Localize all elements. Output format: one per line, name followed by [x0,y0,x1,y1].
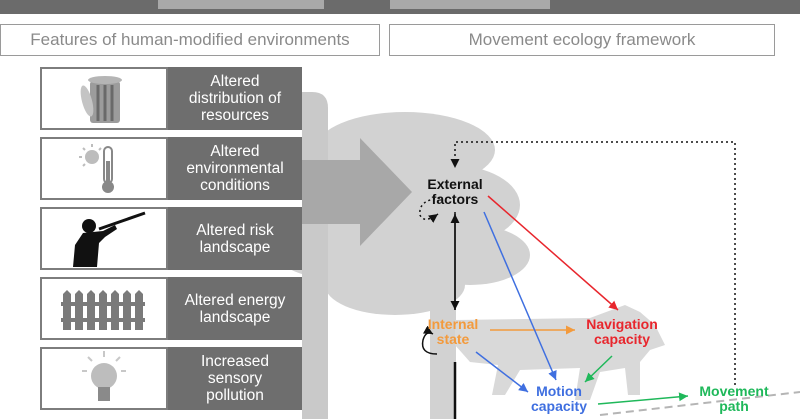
feature-row-resources: Altered distribution of resources [40,67,302,130]
light-bulb-icon [82,350,126,401]
feature-row-environment: Altered environmental conditions [40,137,302,200]
arrow-motion-movement [597,392,689,405]
feature-icon-cell [40,277,168,340]
external-self-loop [419,197,441,223]
feature-icon-cell [40,207,168,270]
feature-label-sensory: Increased sensory pollution [168,347,302,410]
features-header: Features of human-modified environments [0,24,380,56]
arrow-external-motion [483,211,557,381]
feature-row-risk: Altered risk landscape [40,207,302,270]
feature-icon-cell [40,347,168,410]
feature-label-resources: Altered distribution of resources [168,67,302,130]
feature-label-energy: Altered energy landscape [168,277,302,340]
feature-label-risk: Altered risk landscape [168,207,302,270]
big-arrow [302,138,412,246]
top-banner-right-box [390,0,550,9]
node-navigation-capacity: Navigation capacity [586,316,658,347]
features-connector-bar [302,92,328,419]
node-motion-capacity: Motion capacity [530,383,588,414]
node-movement-path: Movement path [699,383,769,414]
node-internal-state: Internal state [427,316,479,347]
fence-icon [61,289,145,330]
arrow-external-navigation [487,195,619,311]
feature-icon-cell [40,137,168,200]
node-external-factors: External factors [427,176,483,207]
feature-row-energy: Altered energy landscape [40,277,302,340]
hunter-icon [73,211,146,267]
arrow-internal-motion [475,351,529,393]
features-header-text: Features of human-modified environments [30,30,350,49]
trash-can-icon [80,75,122,123]
feature-row-sensory: Increased sensory pollution [40,347,302,410]
feedback-dotted-path [450,141,736,385]
framework-header-text: Movement ecology framework [468,30,696,49]
top-banner [0,0,800,14]
arrow-navigation-motion [584,355,613,383]
thermometer-sun-icon [79,143,114,193]
framework-header: Movement ecology framework [389,24,775,56]
feature-icon-cell [40,67,168,130]
feature-label-environment: Altered environmental conditions [168,137,302,200]
top-banner-left-box [158,0,324,9]
